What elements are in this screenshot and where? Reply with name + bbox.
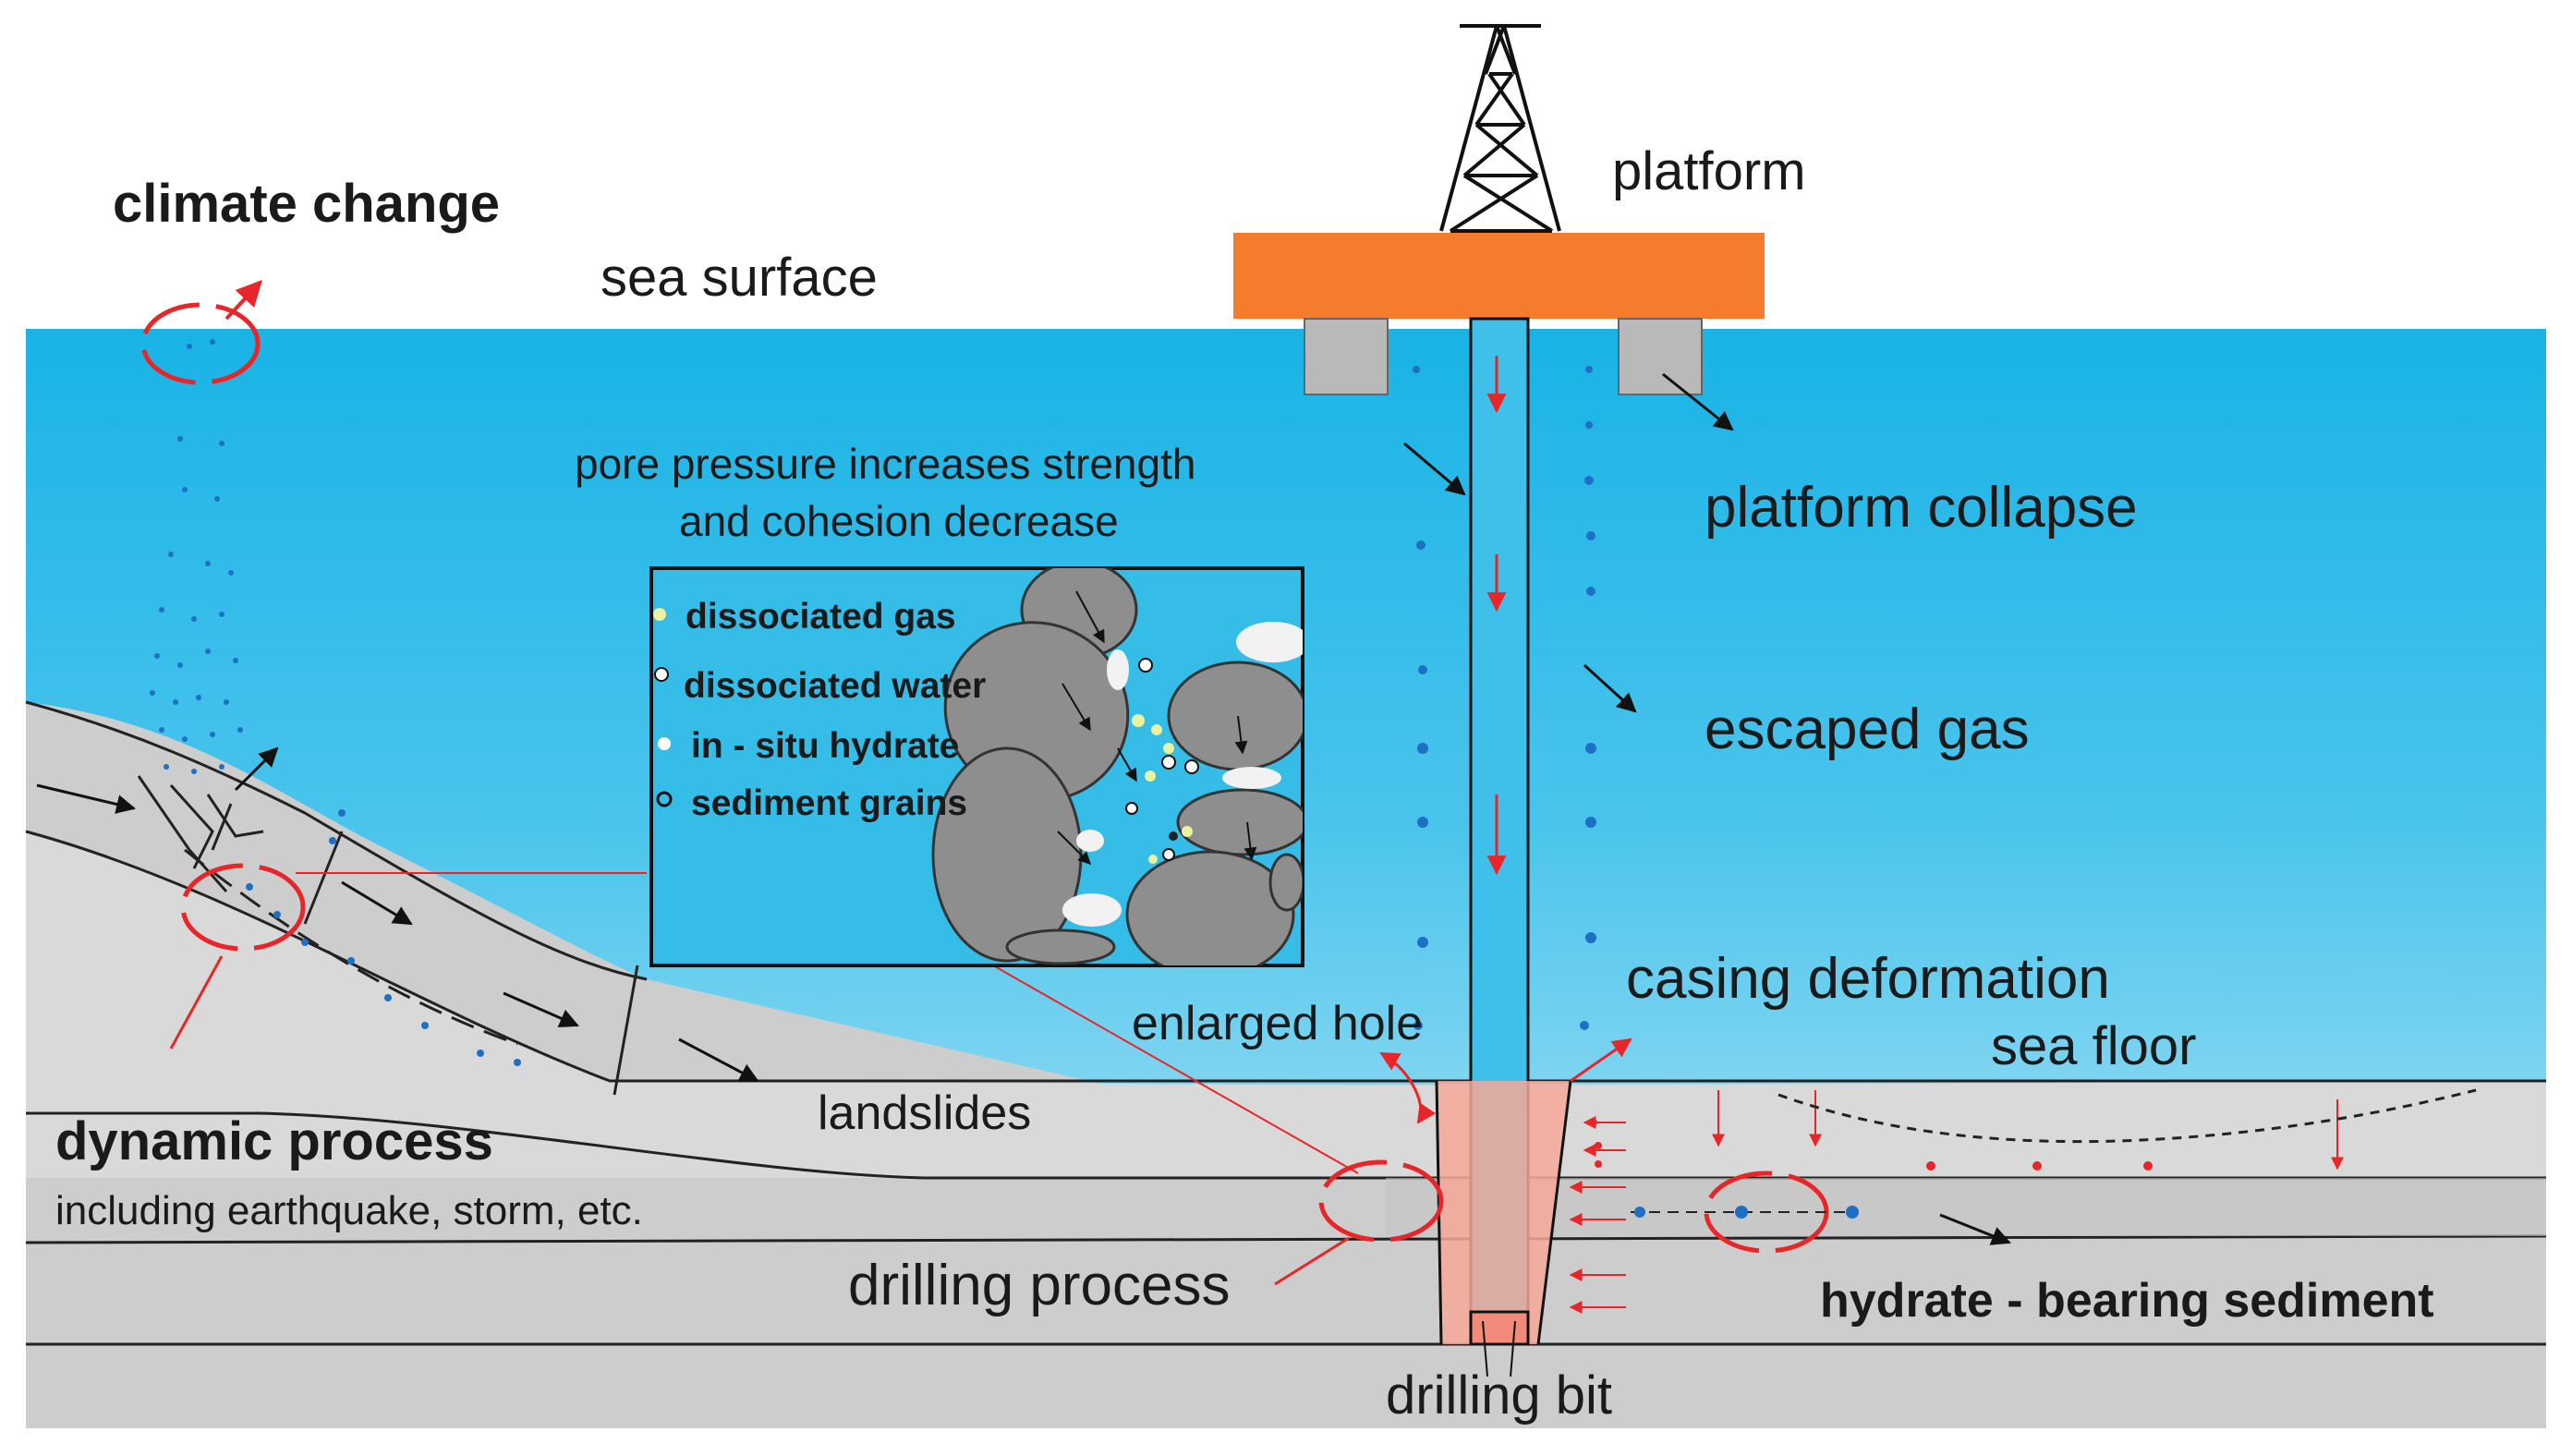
- sediment-upper-layer: [26, 702, 2546, 1428]
- legend-label-in-situ-hydrate: in - situ hydrate: [691, 726, 959, 766]
- derrick-tower: [1439, 24, 1561, 233]
- slope-arrow-1: [36, 783, 137, 814]
- legend-marker-sediment-grains: [656, 791, 673, 807]
- platform-pontoon-left: [1304, 318, 1389, 395]
- escaped-gas-bubbles: [1413, 366, 1596, 1030]
- legend-markers: [653, 608, 673, 807]
- slope-arrow-2: [341, 880, 413, 926]
- legend-marker-in-situ-hydrate: [658, 737, 671, 750]
- drilling-process-leader: [1274, 1236, 1350, 1286]
- label-climate-change: climate change: [113, 174, 500, 234]
- label-casing-deformation: casing deformation: [1626, 947, 2110, 1011]
- label-drilling-bit: drilling bit: [1386, 1365, 1612, 1426]
- riser-pointer-arrow: [1403, 442, 1466, 496]
- slope-arrow-5: [234, 746, 279, 792]
- slope-failure-highlight: [180, 863, 306, 952]
- label-dynamic-process-detail: including earthquake, storm, etc.: [55, 1188, 643, 1233]
- label-landslides: landslides: [818, 1086, 1031, 1140]
- label-pore-pressure-line1: pore pressure increases strength: [575, 440, 1195, 488]
- legend-label-sediment-grains: sediment grains: [691, 783, 967, 823]
- hydrate-band: [1386, 1178, 2546, 1236]
- label-platform: platform: [1612, 141, 1806, 201]
- landslide-block-crack-2: [613, 965, 639, 1096]
- label-platform-collapse: platform collapse: [1705, 476, 2138, 540]
- legend-label-dissociated-water: dissociated water: [684, 666, 986, 706]
- dissociation-front: [1777, 1088, 2477, 1144]
- pore-fluid-particles: [1125, 658, 1199, 864]
- slope-arrow-3: [503, 991, 579, 1028]
- legend-label-dissociated-gas: dissociated gas: [685, 597, 956, 637]
- enlarged-hole-pointer: [1379, 1051, 1437, 1124]
- sediment-grains: [931, 568, 1303, 965]
- pore-scale-inset: dissociated gas dissociated water in - s…: [649, 566, 1304, 967]
- drilling-process-highlight: [1318, 1159, 1444, 1243]
- in-situ-hydrate-patches: [1062, 622, 1303, 927]
- hydrate-red-dots: [1590, 1119, 2153, 1171]
- platform-deck: [1233, 233, 1765, 319]
- drilling-bit-pointer-right: [1510, 1320, 1516, 1377]
- legend-marker-dissociated-water: [654, 667, 669, 682]
- platform-collapse-arrow: [1662, 372, 1734, 431]
- platform-pontoon-right: [1618, 318, 1703, 395]
- drilling-bit: [1469, 1310, 1530, 1346]
- legend-connector-lower: [992, 965, 1359, 1174]
- borehole-wall-right: [1536, 1080, 1572, 1345]
- label-drilling-process: drilling process: [848, 1254, 1231, 1317]
- climate-change-highlight: [140, 302, 261, 385]
- sediment-down-arrows: [1712, 1090, 2344, 1171]
- label-sea-floor: sea floor: [1991, 1016, 2196, 1076]
- label-pore-pressure-line2: and cohesion decrease: [679, 497, 1119, 545]
- escaped-gas-arrow: [1583, 663, 1637, 713]
- label-enlarged-hole: enlarged hole: [1132, 997, 1423, 1050]
- dynamic-process-leader: [169, 955, 224, 1050]
- fracture-lines: [137, 775, 264, 892]
- inset-flow-arrows: [1057, 590, 1257, 865]
- drilling-bit-pointer-left: [1482, 1320, 1488, 1377]
- layer-line-2: [26, 1111, 2546, 1180]
- slope-gas-bubbles: [150, 339, 521, 1066]
- enlarged-borehole: [1437, 1081, 1571, 1344]
- label-escaped-gas: escaped gas: [1705, 698, 2030, 761]
- climate-change-arrow: [224, 279, 262, 321]
- slope-arrow-4: [678, 1037, 759, 1083]
- label-hydrate-bearing-sediment: hydrate - bearing sediment: [1820, 1274, 2434, 1328]
- landslide-block-crack-1: [303, 831, 344, 925]
- legend-marker-dissociated-gas: [653, 608, 666, 621]
- label-dynamic-process: dynamic process: [55, 1111, 493, 1171]
- hydrate-gas-path: [1631, 1206, 1859, 1219]
- slope-landslide-surface: [25, 700, 648, 981]
- hydrate-layer-arrow: [1939, 1213, 2011, 1245]
- layer-line-3: [25, 1234, 2547, 1244]
- label-sea-surface: sea surface: [601, 248, 878, 308]
- casing-deformation-pointer: [1570, 1037, 1632, 1083]
- sediment-light-band: [26, 831, 2546, 1178]
- landslide-slip-line: [184, 848, 518, 1046]
